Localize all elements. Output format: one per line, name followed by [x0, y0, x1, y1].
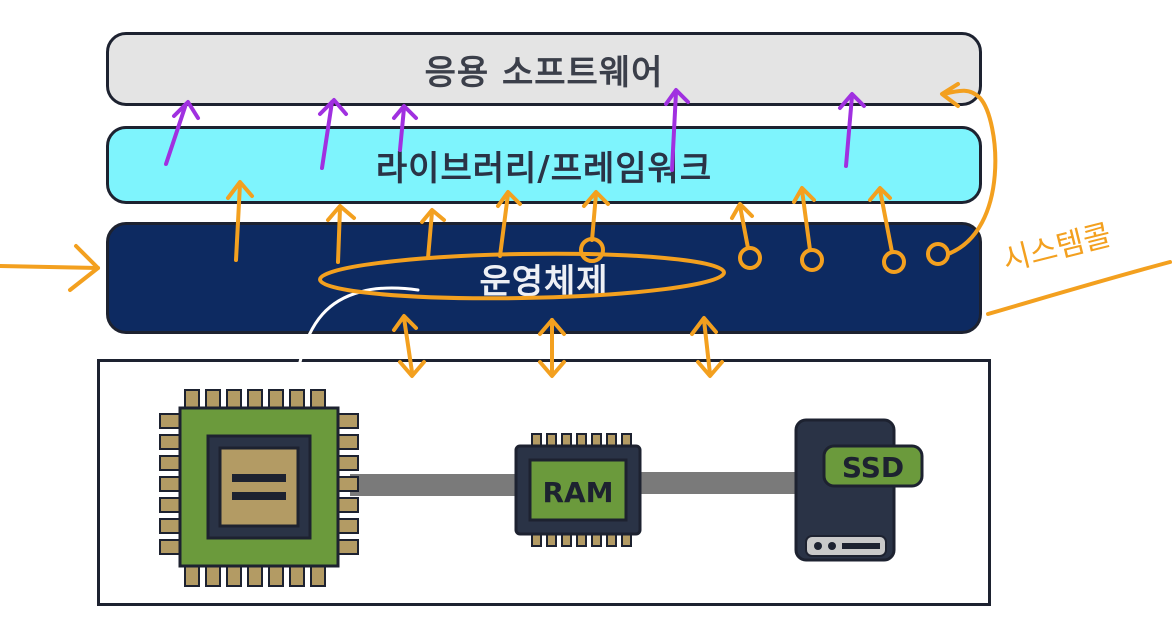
library-framework-layer: 라이브러리/프레임워크	[106, 126, 982, 204]
application-software-label: 응용 소프트웨어	[424, 52, 664, 93]
purple-ink-arrows	[164, 88, 866, 172]
orange-ink-annotations	[0, 82, 1172, 378]
ram-label: RAM	[542, 476, 613, 509]
ssd-drive-icon: SSD	[794, 418, 924, 562]
ssd-label: SSD	[842, 451, 904, 484]
cpu-chip-icon	[159, 389, 359, 587]
cpu-ram-bus	[350, 474, 520, 496]
ram-chip-icon: RAM	[514, 433, 642, 547]
application-software-layer: 응용 소프트웨어	[106, 32, 982, 106]
library-framework-label: 라이브러리/프레임워크	[375, 148, 713, 189]
ram-ssd-bus	[638, 472, 806, 494]
white-ink-stroke	[298, 286, 420, 364]
